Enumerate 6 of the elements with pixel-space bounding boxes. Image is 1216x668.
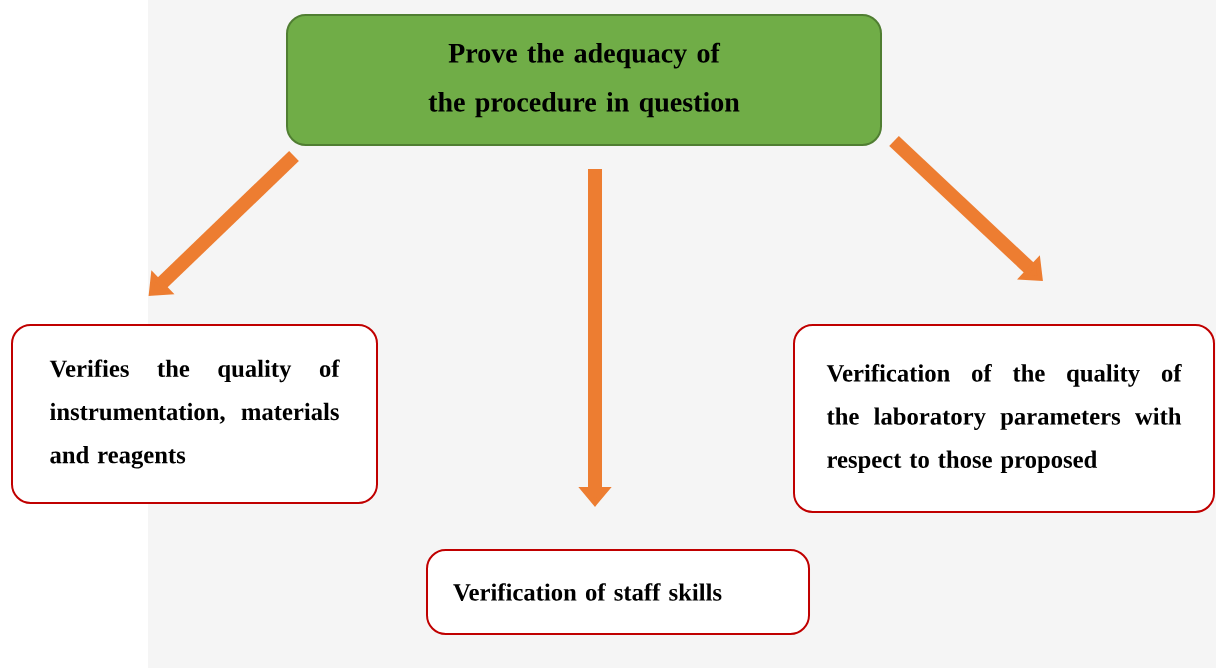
title-box: Prove the adequacy of the procedure in question [286,14,882,146]
task-box: Verification of staff skills [426,549,810,635]
block-arrow [148,150,299,296]
task-box: Verification of the quality of the laboratory parameters with respect to those proposed [793,324,1215,513]
block-arrow [889,135,1043,281]
task-box: Verifies the quality of instrumentation, materials and reagents [11,324,378,504]
